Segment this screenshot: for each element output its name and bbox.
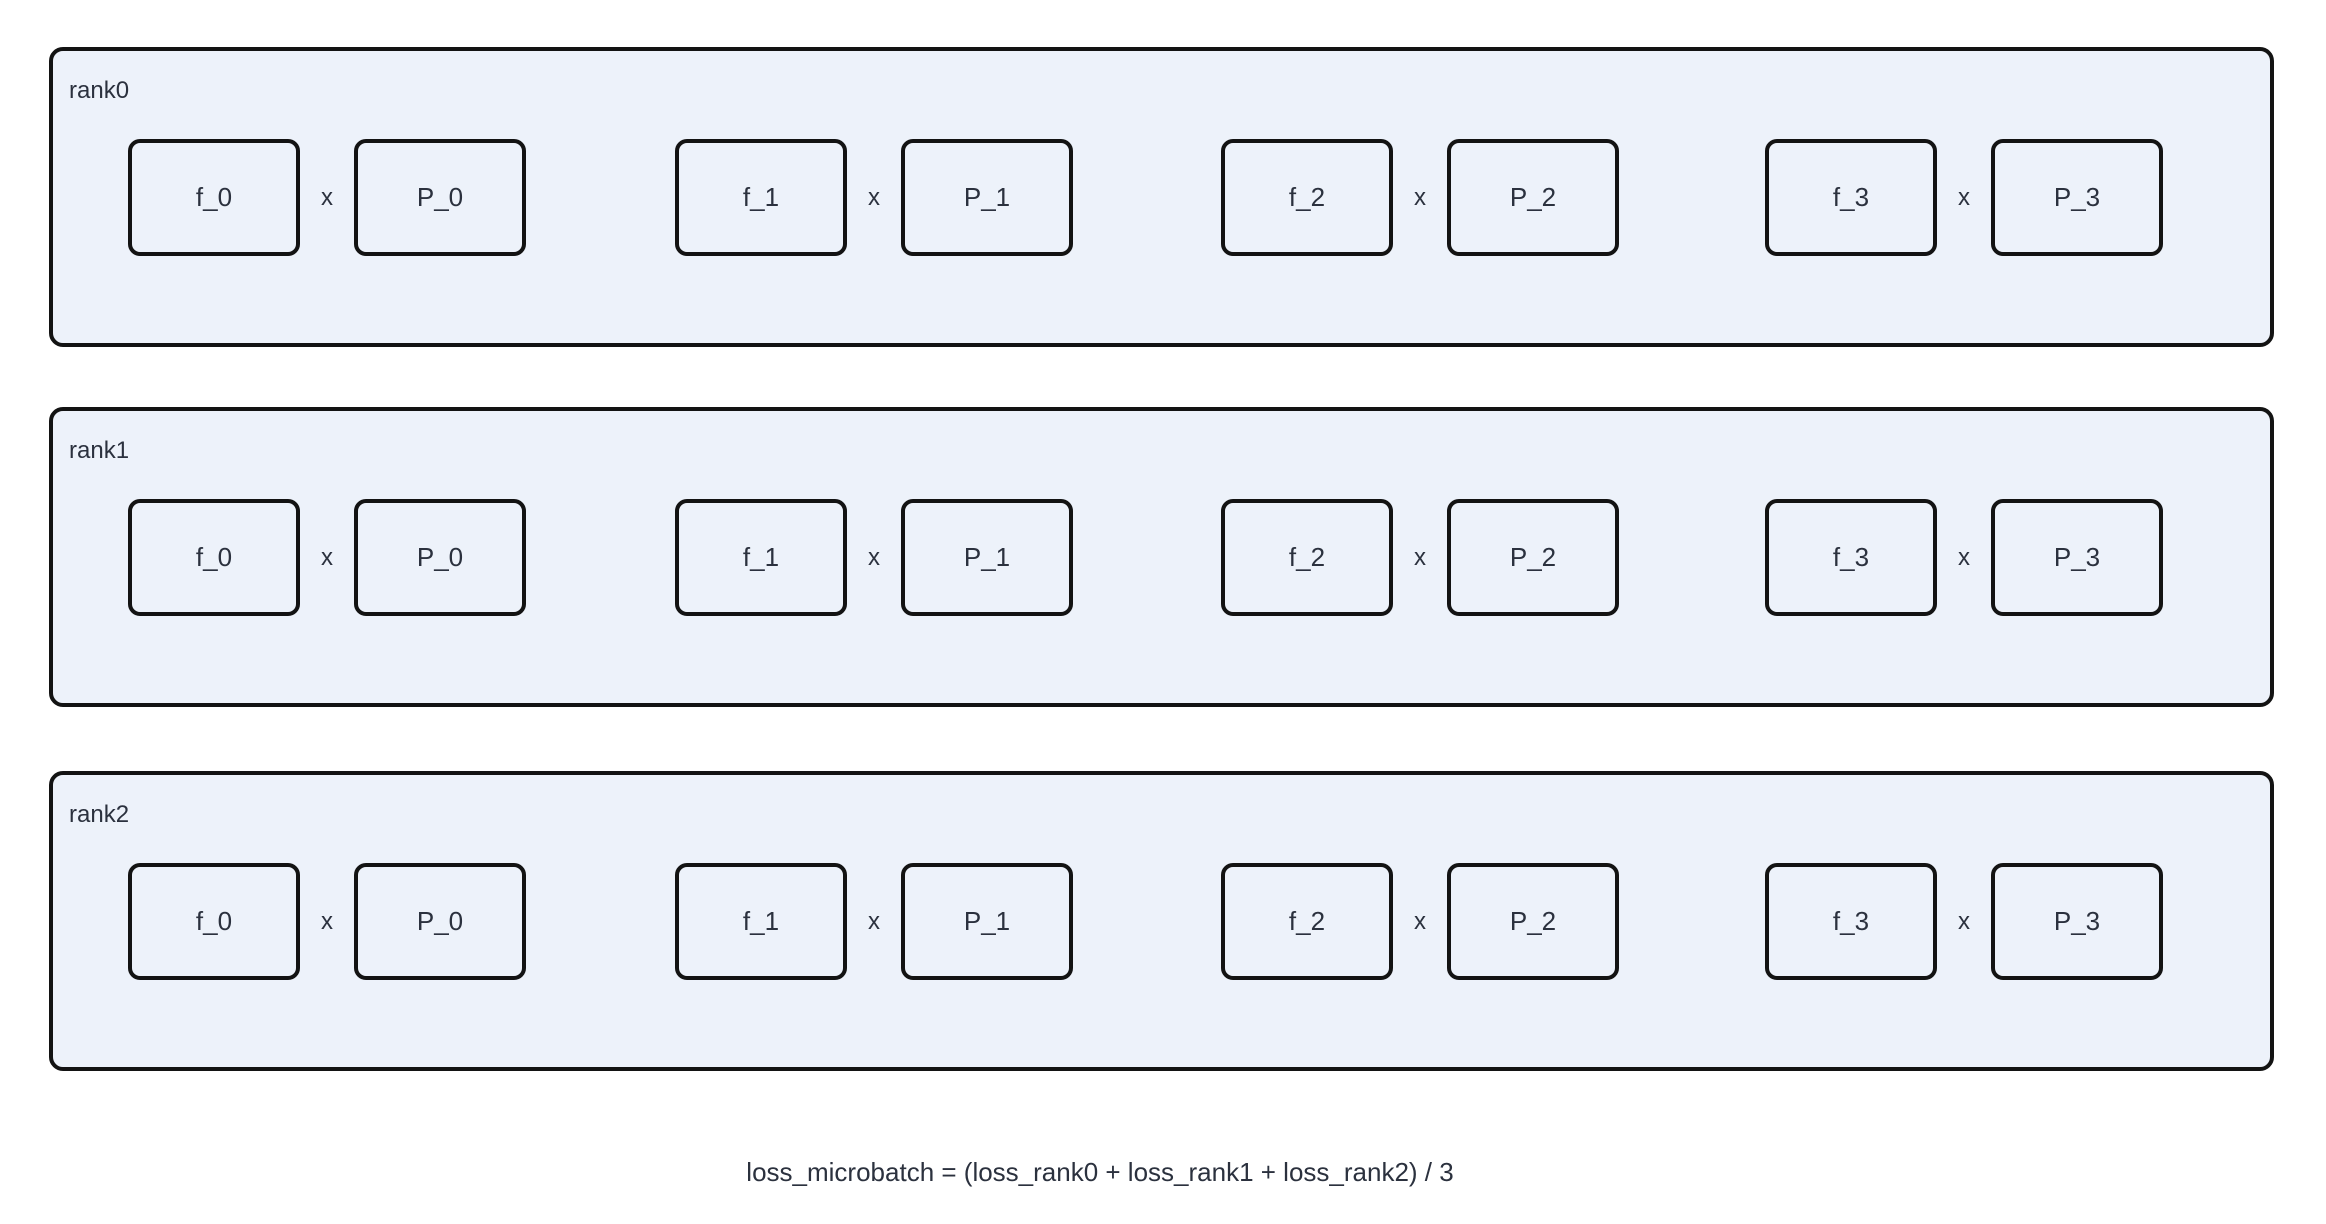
rank2-panel: rank2 f_0 x P_0 f_1 x P_1 f_2 x P_2 f_3 … xyxy=(49,771,2274,1071)
rank0-pair-0: f_0 x P_0 xyxy=(128,139,526,256)
f2-box: f_2 xyxy=(1221,863,1393,980)
multiply-operator: x xyxy=(1414,183,1426,211)
f0-box: f_0 xyxy=(128,139,300,256)
f2-box: f_2 xyxy=(1221,139,1393,256)
f1-box: f_1 xyxy=(675,139,847,256)
rank2-pair-1: f_1 x P_1 xyxy=(675,863,1073,980)
rank1-pair-1: f_1 x P_1 xyxy=(675,499,1073,616)
multiply-operator: x xyxy=(868,907,880,935)
f0-box: f_0 xyxy=(128,863,300,980)
rank0-panel: rank0 f_0 x P_0 f_1 x P_1 f_2 x P_2 f_3 … xyxy=(49,47,2274,347)
f3-box: f_3 xyxy=(1765,139,1937,256)
rank2-pair-0: f_0 x P_0 xyxy=(128,863,526,980)
multiply-operator: x xyxy=(321,183,333,211)
p3-box: P_3 xyxy=(1991,139,2163,256)
multiply-operator: x xyxy=(868,543,880,571)
multiply-operator: x xyxy=(321,543,333,571)
rank1-pair-3: f_3 x P_3 xyxy=(1765,499,2163,616)
f3-box: f_3 xyxy=(1765,863,1937,980)
f1-box: f_1 xyxy=(675,863,847,980)
p1-box: P_1 xyxy=(901,139,1073,256)
rank0-label: rank0 xyxy=(69,77,130,104)
rank0-pair-1: f_1 x P_1 xyxy=(675,139,1073,256)
multiply-operator: x xyxy=(1414,543,1426,571)
multiply-operator: x xyxy=(321,907,333,935)
loss-formula: loss_microbatch = (loss_rank0 + loss_ran… xyxy=(746,1157,1454,1187)
p0-box: P_0 xyxy=(354,863,526,980)
rank1-pair-2: f_2 x P_2 xyxy=(1221,499,1619,616)
multiply-operator: x xyxy=(1958,543,1970,571)
p1-box: P_1 xyxy=(901,499,1073,616)
rank0-pair-3: f_3 x P_3 xyxy=(1765,139,2163,256)
p2-box: P_2 xyxy=(1447,499,1619,616)
rank1-panel: rank1 f_0 x P_0 f_1 x P_1 f_2 x P_2 f_3 … xyxy=(49,407,2274,707)
f1-box: f_1 xyxy=(675,499,847,616)
multiply-operator: x xyxy=(1414,907,1426,935)
f0-box: f_0 xyxy=(128,499,300,616)
p0-box: P_0 xyxy=(354,499,526,616)
p2-box: P_2 xyxy=(1447,863,1619,980)
rank2-label: rank2 xyxy=(69,801,130,828)
p3-box: P_3 xyxy=(1991,499,2163,616)
f3-box: f_3 xyxy=(1765,499,1937,616)
f2-box: f_2 xyxy=(1221,499,1393,616)
multiply-operator: x xyxy=(1958,907,1970,935)
rank2-pair-3: f_3 x P_3 xyxy=(1765,863,2163,980)
multiply-operator: x xyxy=(1958,183,1970,211)
multiply-operator: x xyxy=(868,183,880,211)
rank0-pair-2: f_2 x P_2 xyxy=(1221,139,1619,256)
p0-box: P_0 xyxy=(354,139,526,256)
rank1-pair-0: f_0 x P_0 xyxy=(128,499,526,616)
rank2-pair-2: f_2 x P_2 xyxy=(1221,863,1619,980)
p3-box: P_3 xyxy=(1991,863,2163,980)
rank1-label: rank1 xyxy=(69,437,130,464)
p1-box: P_1 xyxy=(901,863,1073,980)
p2-box: P_2 xyxy=(1447,139,1619,256)
